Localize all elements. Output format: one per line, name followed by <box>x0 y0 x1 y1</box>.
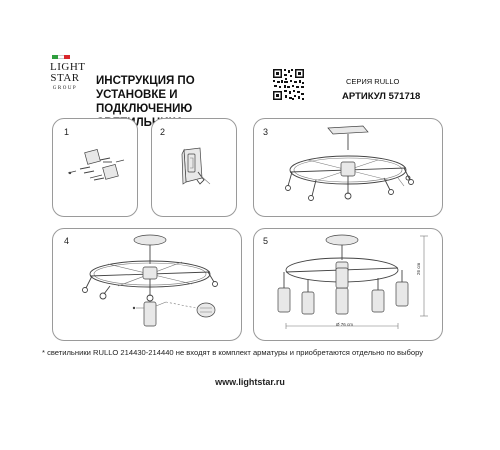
series-label: СЕРИЯ RULLO <box>346 77 400 86</box>
title-line1: ИНСТРУКЦИЯ ПО УСТАНОВКЕ И <box>96 75 195 101</box>
step-5-illustration <box>277 234 428 329</box>
logo-icon: LIGHT STAR GROUP <box>50 61 86 92</box>
step-3-illustration <box>285 125 414 201</box>
step-panel-1 <box>52 118 138 217</box>
article-label: АРТИКУЛ 571718 <box>342 91 421 102</box>
height-dimension-label: 26 cm <box>416 262 421 275</box>
website-link[interactable]: www.lightstar.ru <box>215 377 285 387</box>
step-number-1: 1 <box>64 127 70 137</box>
step-number-4: 4 <box>64 236 70 246</box>
step-4-illustration <box>82 234 218 327</box>
step-number-2: 2 <box>160 127 166 137</box>
step-number-3: 3 <box>263 127 269 137</box>
logo-line3: GROUP <box>52 86 78 91</box>
footnote: * светильники RULLO 214430-214440 не вхо… <box>42 348 424 357</box>
step-2-illustration <box>181 147 211 185</box>
step-number-5: 5 <box>263 236 269 246</box>
qr-code-icon[interactable] <box>272 68 305 101</box>
width-dimension-label: Ø 76 cm <box>336 322 354 327</box>
step-1-illustration <box>67 148 125 181</box>
flag-icon <box>52 55 70 59</box>
logo-line1: LIGHT <box>50 61 86 73</box>
logo-line2: STAR <box>50 72 80 84</box>
